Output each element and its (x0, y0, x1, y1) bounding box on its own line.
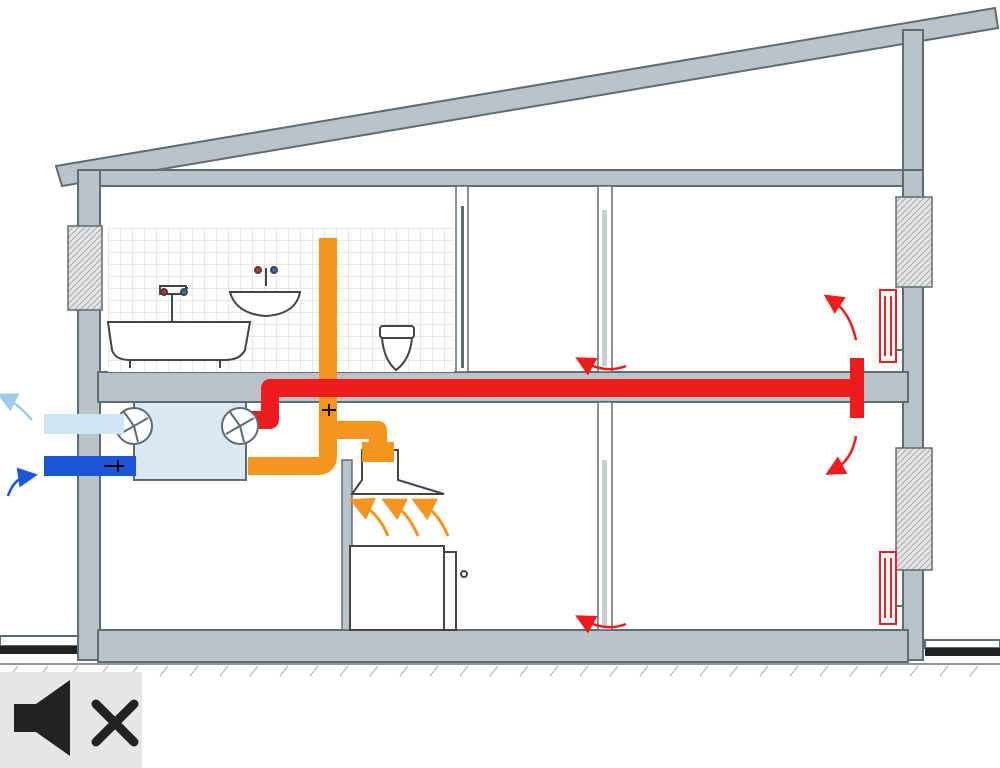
warm-supply-duct (250, 379, 852, 429)
cooking-heat-arrows (349, 497, 450, 537)
heat-recovery-unit (115, 401, 259, 481)
toilet-icon (379, 325, 415, 372)
door-gap-arrow-upper (575, 357, 627, 376)
inflow-arrow (6, 467, 38, 497)
outflow-arrow (0, 393, 33, 421)
sink-icon (228, 266, 302, 318)
ground (0, 635, 1000, 677)
damper (104, 460, 124, 472)
stove-icon (349, 545, 468, 631)
door-gap-arrow-lower (575, 615, 627, 634)
supply-diffuser (850, 358, 864, 418)
bathtub-icon (106, 285, 252, 368)
hood-duct-collar (362, 442, 394, 462)
airflow-arrow-down (825, 435, 858, 475)
radiator-icon (879, 289, 904, 363)
radiator-icon (879, 551, 904, 625)
damper (322, 404, 336, 416)
exhaust-out-duct (44, 414, 124, 434)
roof (54, 6, 1000, 188)
fresh-air-intake-duct (44, 456, 136, 476)
airflow-arrow-up (823, 294, 858, 341)
wall-insulation (67, 196, 933, 571)
fan-icon (221, 407, 259, 445)
speaker-muted-icon[interactable] (0, 672, 142, 768)
partitions (341, 185, 613, 631)
